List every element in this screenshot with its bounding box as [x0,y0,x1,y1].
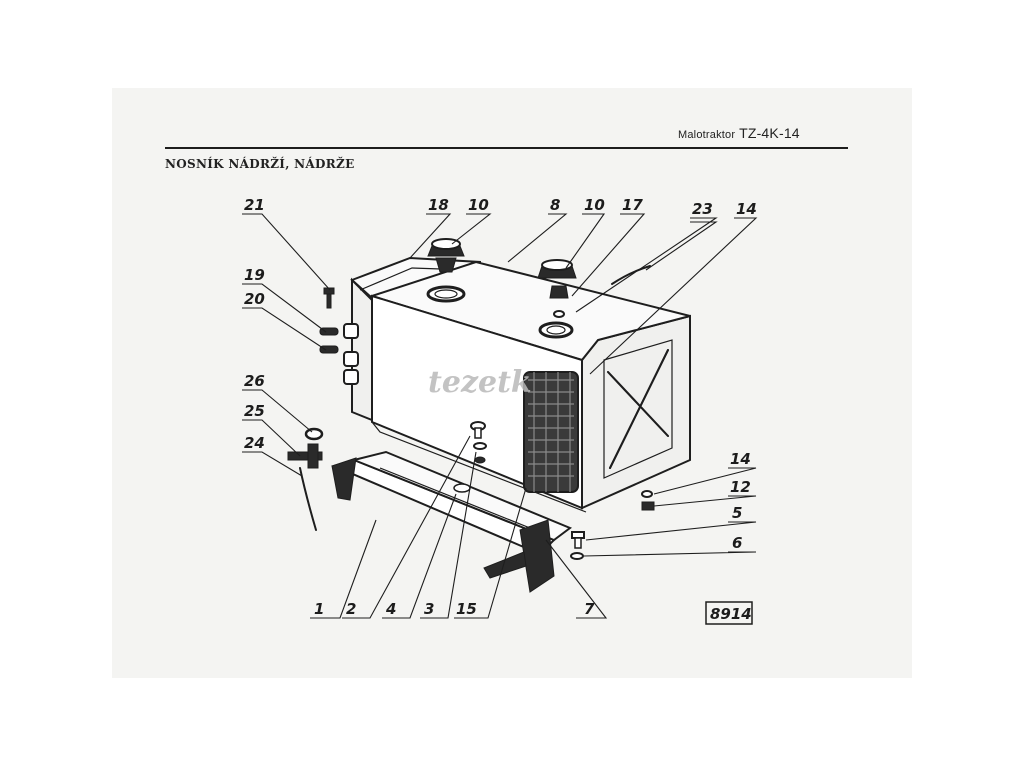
callouts: 21 18 10 8 10 17 23 14 19 20 26 25 24 14… [244,196,757,618]
callout-1: 1 [314,600,324,618]
section-title: NOSNÍK NÁDRŽÍ, NÁDRŽE [165,157,355,171]
callout-3: 3 [424,600,434,618]
filler-neck-left [426,285,466,303]
callout-19: 19 [244,266,265,284]
bolt-2 [470,421,486,439]
callout-23: 23 [692,200,713,218]
watermark: tezetk [428,365,532,400]
pin-20 [319,345,359,385]
callout-8: 8 [550,196,560,214]
screen-filter [523,371,579,493]
bolt-21 [323,287,335,309]
cap-right [537,259,577,318]
pin-19 [319,323,359,339]
callout-24: 24 [244,434,265,452]
header-rule [165,147,848,149]
leader-lines [242,213,758,619]
callout-21: 21 [244,196,265,214]
callout-20: 20 [244,290,265,308]
callout-2: 2 [346,600,356,618]
callout-7: 7 [584,600,595,618]
callout-17: 17 [622,196,643,214]
callout-10-left: 10 [468,196,489,214]
callout-6: 6 [732,534,742,552]
washer-3 [473,442,487,464]
bolt-5 [571,531,585,549]
callout-18: 18 [428,196,449,214]
callout-10-right: 10 [584,196,605,214]
callout-25: 25 [244,402,265,420]
tank-carrier [331,450,573,593]
header-title: Malotraktor TZ-4K-14 [678,125,800,141]
cap-left [427,238,465,273]
vent-hose [611,265,651,285]
callout-14-right: 14 [730,450,751,468]
washer-14 [641,490,653,498]
callout-15: 15 [456,600,477,618]
fuel-tap-25 [287,443,323,469]
fuel-hose-24 [299,467,317,531]
drawing-code-box: 8914 [705,601,753,625]
callout-4: 4 [385,600,396,618]
callout-26: 26 [244,372,265,390]
drawing-code: 8914 [710,605,752,623]
callout-14-top: 14 [736,200,757,218]
washer-6 [570,552,584,560]
callout-12: 12 [730,478,751,496]
nut-12 [641,501,655,511]
washer-26 [304,427,324,441]
header-title-main: Malotraktor [678,129,736,141]
header-title-model: TZ-4K-14 [739,125,800,141]
callout-5: 5 [732,504,742,522]
filler-neck-right [538,321,574,339]
